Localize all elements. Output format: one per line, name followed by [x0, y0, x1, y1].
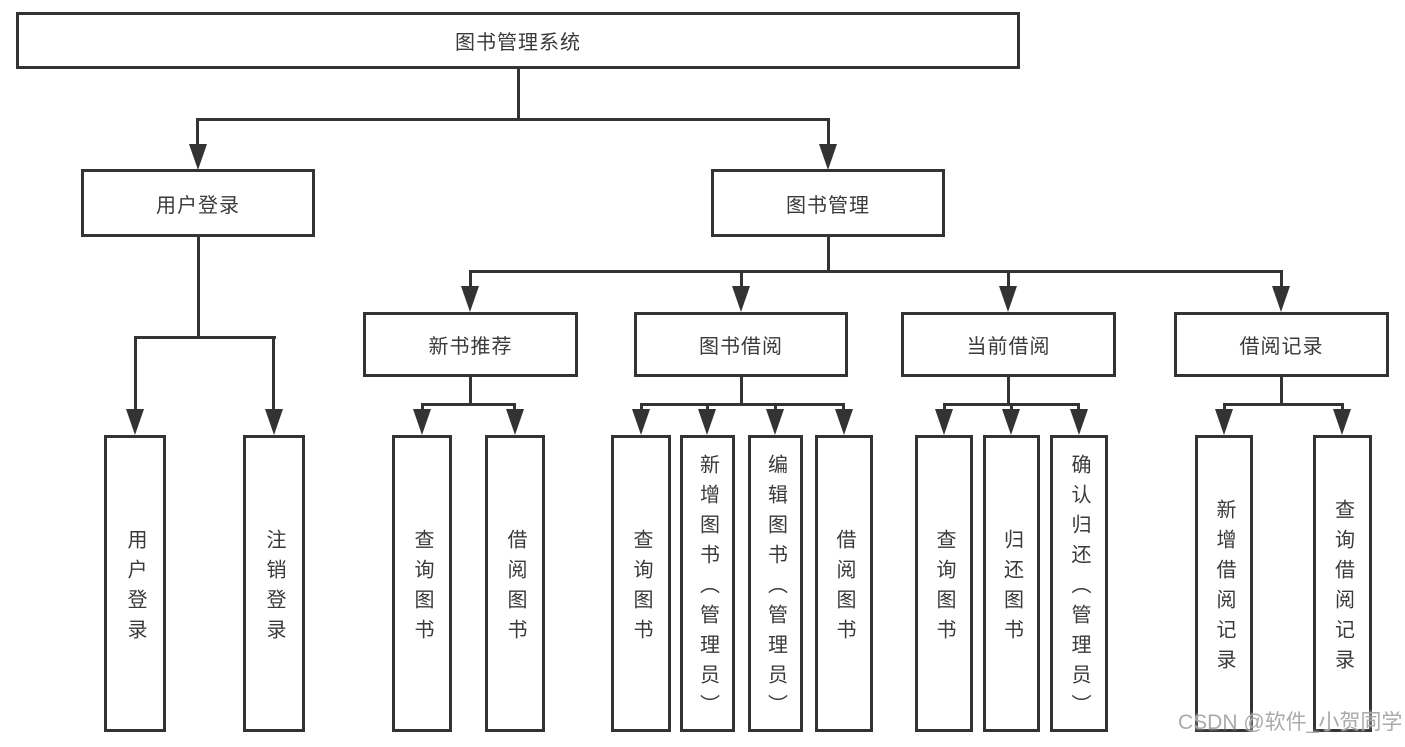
connector-root-drop-left: [196, 118, 199, 147]
node-book-management: 图书管理: [711, 169, 945, 237]
leaf-return-books: 归还图书: [983, 435, 1040, 732]
connector-current-drop-1: [943, 403, 946, 412]
leaf-add-borrow-record: 新增借阅记录: [1195, 435, 1253, 732]
leaf-query-books-recommend: 查询图书: [392, 435, 452, 732]
leaf-user-login-label: 用户登录: [124, 528, 146, 649]
node-book-borrow-label: 图书借阅: [699, 336, 783, 358]
connector-borrow-drop-2: [706, 403, 709, 412]
connector-recommend-stem: [469, 377, 472, 406]
arrow-down-icon: [1272, 286, 1290, 312]
connector-root-drop-right: [827, 118, 830, 147]
connector-bookmgmt-drop-2: [740, 270, 743, 288]
connector-current-stem: [1007, 377, 1010, 406]
leaf-query-books-recommend-label: 查询图书: [411, 528, 433, 649]
arrow-down-icon: [265, 409, 283, 435]
arrow-down-icon: [632, 409, 650, 435]
connector-recommend-drop-1: [421, 403, 424, 412]
connector-borrow-drop-1: [640, 403, 643, 412]
arrow-down-icon: [1215, 409, 1233, 435]
connector-recommend-drop-2: [513, 403, 516, 412]
leaf-add-books-admin-label: 新增图书（管理员）: [696, 453, 719, 724]
node-book-management-label: 图书管理: [786, 194, 870, 217]
connector-root-bar: [197, 118, 830, 121]
connector-bookmgmt-drop-1: [469, 270, 472, 288]
connector-bookmgmt-drop-4: [1280, 270, 1283, 288]
arrow-down-icon: [819, 144, 837, 170]
leaf-borrow-books-recommend: 借阅图书: [485, 435, 545, 732]
arrow-down-icon: [189, 144, 207, 170]
connector-bookmgmt-stem: [827, 237, 830, 273]
leaf-query-books-current: 查询图书: [915, 435, 973, 732]
connector-bookmgmt-drop-3: [1007, 270, 1010, 288]
node-user-login-label: 用户登录: [156, 194, 240, 217]
leaf-borrow-books: 借阅图书: [815, 435, 873, 732]
arrow-down-icon: [732, 286, 750, 312]
leaf-query-borrow-record-label: 查询借阅记录: [1331, 498, 1354, 679]
connector-borrow-stem: [740, 377, 743, 406]
leaf-logout-label: 注销登录: [263, 528, 285, 649]
arrow-down-icon: [935, 409, 953, 435]
arrow-down-icon: [1070, 409, 1088, 435]
connector-userlogin-drop-1: [134, 336, 137, 411]
leaf-query-books-borrow-label: 查询图书: [630, 528, 652, 649]
node-root-label: 图书管理系统: [455, 32, 581, 54]
leaf-borrow-books-recommend-label: 借阅图书: [504, 528, 526, 649]
node-book-borrow: 图书借阅: [634, 312, 848, 377]
node-new-book-recommend: 新书推荐: [363, 312, 578, 377]
leaf-confirm-return-admin-label: 确认归还（管理员）: [1068, 453, 1090, 724]
connector-bookmgmt-bar: [469, 270, 1283, 273]
leaf-logout: 注销登录: [243, 435, 305, 732]
connector-userlogin-drop-2: [272, 336, 275, 411]
node-current-borrow-label: 当前借阅: [966, 336, 1051, 358]
leaf-add-books-admin: 新增图书（管理员）: [680, 435, 735, 732]
node-borrow-records: 借阅记录: [1174, 312, 1389, 377]
connector-borrow-bar: [640, 403, 845, 406]
connector-borrow-drop-3: [774, 403, 777, 412]
node-root: 图书管理系统: [16, 12, 1020, 69]
leaf-edit-books-admin-label: 编辑图书（管理员）: [764, 453, 787, 724]
node-new-book-recommend-label: 新书推荐: [428, 336, 513, 358]
arrow-down-icon: [461, 286, 479, 312]
node-user-login: 用户登录: [81, 169, 315, 237]
leaf-query-books-current-label: 查询图书: [933, 528, 955, 649]
arrow-down-icon: [766, 409, 784, 435]
arrow-down-icon: [413, 409, 431, 435]
connector-recommend-bar: [421, 403, 516, 406]
leaf-confirm-return-admin: 确认归还（管理员）: [1050, 435, 1108, 732]
node-borrow-records-label: 借阅记录: [1239, 336, 1324, 358]
leaf-add-borrow-record-label: 新增借阅记录: [1213, 498, 1235, 679]
node-current-borrow: 当前借阅: [901, 312, 1116, 377]
connector-records-bar: [1223, 403, 1344, 406]
connector-userlogin-bar: [134, 336, 276, 339]
connector-records-drop-2: [1341, 403, 1344, 412]
connector-records-drop-1: [1223, 403, 1226, 412]
connector-borrow-drop-4: [842, 403, 845, 412]
connector-userlogin-stem: [197, 237, 200, 339]
arrow-down-icon: [506, 409, 524, 435]
arrow-down-icon: [126, 409, 144, 435]
leaf-borrow-books-label: 借阅图书: [833, 528, 855, 649]
connector-records-stem: [1280, 377, 1283, 406]
leaf-user-login: 用户登录: [104, 435, 166, 732]
connector-current-drop-2: [1010, 403, 1013, 412]
leaf-edit-books-admin: 编辑图书（管理员）: [748, 435, 803, 732]
arrow-down-icon: [999, 286, 1017, 312]
leaf-query-books-borrow: 查询图书: [611, 435, 671, 732]
leaf-query-borrow-record: 查询借阅记录: [1313, 435, 1372, 732]
arrow-down-icon: [1002, 409, 1020, 435]
arrow-down-icon: [698, 409, 716, 435]
connector-root-stem: [517, 69, 520, 121]
leaf-return-books-label: 归还图书: [1000, 528, 1023, 649]
arrow-down-icon: [835, 409, 853, 435]
connector-current-drop-3: [1077, 403, 1080, 412]
arrow-down-icon: [1333, 409, 1351, 435]
csdn-watermark: CSDN @软件_小贺同学: [1178, 711, 1403, 734]
